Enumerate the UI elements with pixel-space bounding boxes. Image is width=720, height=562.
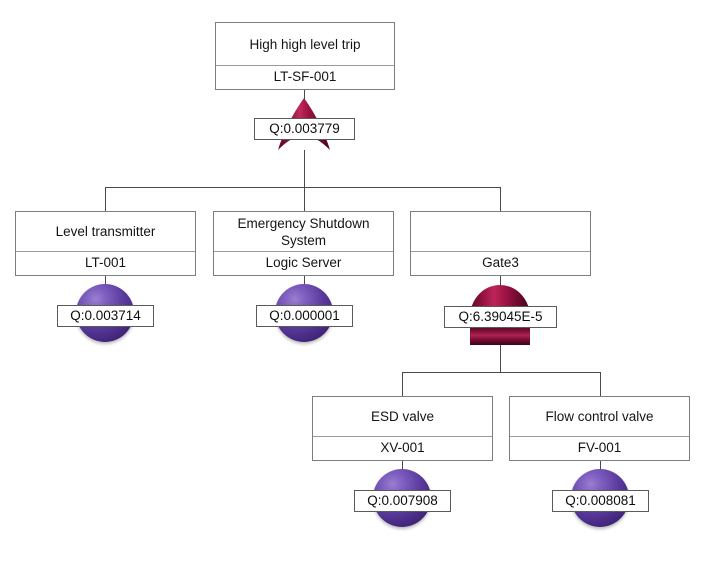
node-esd-valve-title: ESD valve bbox=[370, 409, 435, 424]
connector-drop-gate3 bbox=[500, 187, 501, 211]
connector-bus-level-3 bbox=[402, 372, 601, 373]
connector-drop-esd-system bbox=[304, 187, 305, 211]
probability-label-gate3: Q:6.39045E-5 bbox=[444, 306, 557, 328]
node-top-event-title: High high level trip bbox=[249, 36, 361, 52]
node-esd-valve[interactable]: ESD valve XV-001 bbox=[312, 396, 493, 461]
connector-drop-esd-valve bbox=[402, 372, 403, 396]
connector-level-transmitter-to-event bbox=[105, 276, 106, 288]
connector-flow-control-valve-to-event bbox=[600, 461, 601, 473]
node-flow-control-valve-title: Flow control valve bbox=[545, 409, 654, 424]
node-gate3[interactable]: Gate3 bbox=[410, 211, 591, 276]
probability-label-flow-control-valve: Q:0.008081 bbox=[552, 490, 649, 512]
probability-label-esd-valve: Q:0.007908 bbox=[354, 490, 451, 512]
node-level-transmitter-id: LT-001 bbox=[16, 251, 195, 275]
probability-label-esd-system: Q:0.000001 bbox=[256, 305, 353, 327]
connector-and-gate-stem bbox=[304, 150, 305, 188]
node-level-transmitter-title: Level transmitter bbox=[55, 224, 156, 239]
connector-bus-level-2 bbox=[105, 187, 501, 188]
connector-drop-level-transmitter bbox=[105, 187, 106, 211]
node-level-transmitter[interactable]: Level transmitter LT-001 bbox=[15, 211, 196, 276]
node-esd-valve-id: XV-001 bbox=[313, 436, 492, 460]
connector-gate3-to-or-gate bbox=[500, 276, 501, 286]
node-esd-system-title: Emergency Shutdown System bbox=[237, 215, 370, 248]
node-esd-system-id: Logic Server bbox=[214, 251, 393, 275]
connector-or-gate-stem bbox=[500, 345, 501, 372]
node-gate3-title bbox=[411, 212, 590, 251]
node-flow-control-valve-id: FV-001 bbox=[510, 436, 689, 460]
connector-drop-flow-control-valve bbox=[600, 372, 601, 396]
node-top-event[interactable]: High high level trip LT-SF-001 bbox=[215, 22, 395, 90]
node-top-event-id: LT-SF-001 bbox=[216, 65, 394, 89]
connector-top-to-and-gate bbox=[304, 90, 305, 102]
connector-esd-system-to-event bbox=[304, 276, 305, 288]
connector-esd-valve-to-event bbox=[402, 461, 403, 473]
node-flow-control-valve[interactable]: Flow control valve FV-001 bbox=[509, 396, 690, 461]
probability-label-level-transmitter: Q:0.003714 bbox=[57, 305, 154, 327]
node-gate3-id: Gate3 bbox=[411, 251, 590, 275]
probability-label-top-event: Q:0.003779 bbox=[254, 118, 355, 140]
node-esd-system[interactable]: Emergency Shutdown System Logic Server bbox=[213, 211, 394, 276]
